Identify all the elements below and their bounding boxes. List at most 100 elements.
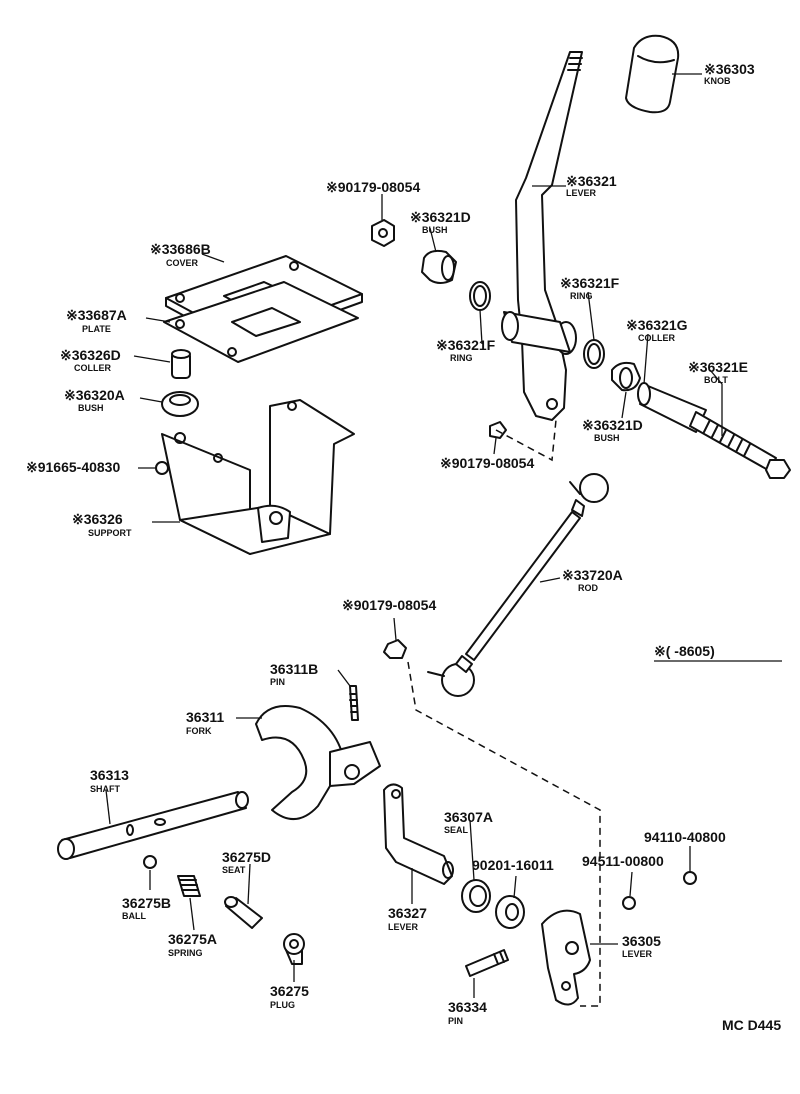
svg-text:※90179-08054: ※90179-08054 [342,597,436,613]
part-name: PIN [448,1016,463,1026]
part-number: 94110-40800 [644,829,726,845]
part-name: LEVER [388,922,419,932]
part-name: BOLT [704,375,728,385]
part-number: 36275B [122,895,171,911]
part-number: 36311B [270,661,318,677]
part-name: FORK [186,726,212,736]
bush-left-drawing [161,391,199,417]
part-number: 36305 [622,933,661,949]
part-name: SPRING [168,948,203,958]
washer-c-drawing [622,896,636,910]
plug-drawing [283,933,305,965]
part-star: ※ [436,337,448,353]
lever-inner-drawing [383,783,454,885]
bush-upper-drawing [421,249,457,284]
lever-outer-drawing [541,909,591,1006]
svg-text:※36321: ※36321 [566,173,617,189]
part-number: 36307A [444,809,493,825]
linkage-dash-upper [495,419,557,462]
part-name: BUSH [422,225,448,235]
part-number: 36321G [638,317,688,333]
nut-lower-drawing [383,639,407,659]
part-number: 90179-08054 [452,455,535,471]
svg-text:※36321D: ※36321D [410,209,471,225]
plate-drawing [163,281,359,363]
part-number: 33687A [78,307,127,323]
part-number: 36311 [186,709,224,725]
part-name: PLUG [270,1000,295,1010]
part-name: COLLER [638,333,675,343]
part-name: BUSH [78,403,104,413]
part-number: 36334 [448,999,487,1015]
svg-text:※36321F: ※36321F [560,275,620,291]
part-name: SEAL [444,825,469,835]
part-name: RING [450,353,473,363]
nut-small-drawing [155,461,169,475]
diagram-code: MC D445 [722,1017,781,1033]
part-number: 36320A [76,387,125,403]
part-number: 36321 [578,173,617,189]
support-drawing [161,399,355,555]
part-star: ※ [560,275,572,291]
part-name: SEAT [222,865,246,875]
footnote: ※( -8605) [654,643,782,662]
washer-b-drawing [495,895,525,929]
part-star: ※ [66,307,78,323]
svg-text:※36321E: ※36321E [688,359,748,375]
part-name: SHAFT [90,784,120,794]
svg-text:※91665-40830: ※91665-40830 [26,459,120,475]
part-number: 36321E [700,359,748,375]
spring-drawing [177,875,201,897]
part-star: ※ [72,511,84,527]
part-star: ※ [582,417,594,433]
part-name: LEVER [566,188,597,198]
part-star: ※ [342,597,354,613]
svg-text:※36326: ※36326 [72,511,123,527]
part-number: 36321F [448,337,496,353]
svg-text:※33687A: ※33687A [66,307,127,323]
linkage-dash-lower [407,661,601,1007]
shift-lever-drawing [501,51,583,421]
part-name: COVER [166,258,199,268]
part-number: 36303 [716,61,755,77]
shaft-drawing [57,791,249,860]
svg-text:※36303: ※36303 [704,61,755,77]
svg-text:※90179-08054: ※90179-08054 [326,179,420,195]
nut-upper-drawing [371,219,395,247]
part-star: ※ [60,347,72,363]
footnote-text: ( -8605) [666,643,715,659]
svg-text:※36321D: ※36321D [582,417,643,433]
labels: ※36303 KNOB ※36321 LEVER ※90179-08054 ※3… [26,61,755,1026]
part-star: ※ [150,241,162,257]
part-name: BUSH [594,433,620,443]
washer-a-drawing [683,871,697,885]
bush-lower-drawing [611,361,641,392]
part-star: ※ [626,317,638,333]
seal-drawing [461,879,491,913]
part-number: 36275A [168,931,217,947]
part-number: 36321D [594,417,643,433]
part-name: SUPPORT [88,528,132,538]
part-number: 36321D [422,209,471,225]
part-star: ※ [562,567,574,583]
part-number: 36321F [572,275,620,291]
svg-text:※36321F: ※36321F [436,337,496,353]
part-number: 36326D [72,347,121,363]
part-number: 33720A [574,567,623,583]
part-star: ※ [26,459,38,475]
part-star: ※ [440,455,452,471]
rod-drawing [427,473,609,697]
part-number: 36313 [90,767,129,783]
part-number: 33686B [162,241,211,257]
part-star: ※ [704,61,716,77]
ball-drawing [143,855,157,869]
part-number: 36327 [388,905,427,921]
nut-middle-drawing [489,421,507,439]
svg-text:※36320A: ※36320A [64,387,125,403]
knob-drawing [625,34,680,114]
svg-text:※90179-08054: ※90179-08054 [440,455,534,471]
part-star: ※ [64,387,76,403]
part-number: 90179-08054 [338,179,421,195]
part-name: PIN [270,677,285,687]
